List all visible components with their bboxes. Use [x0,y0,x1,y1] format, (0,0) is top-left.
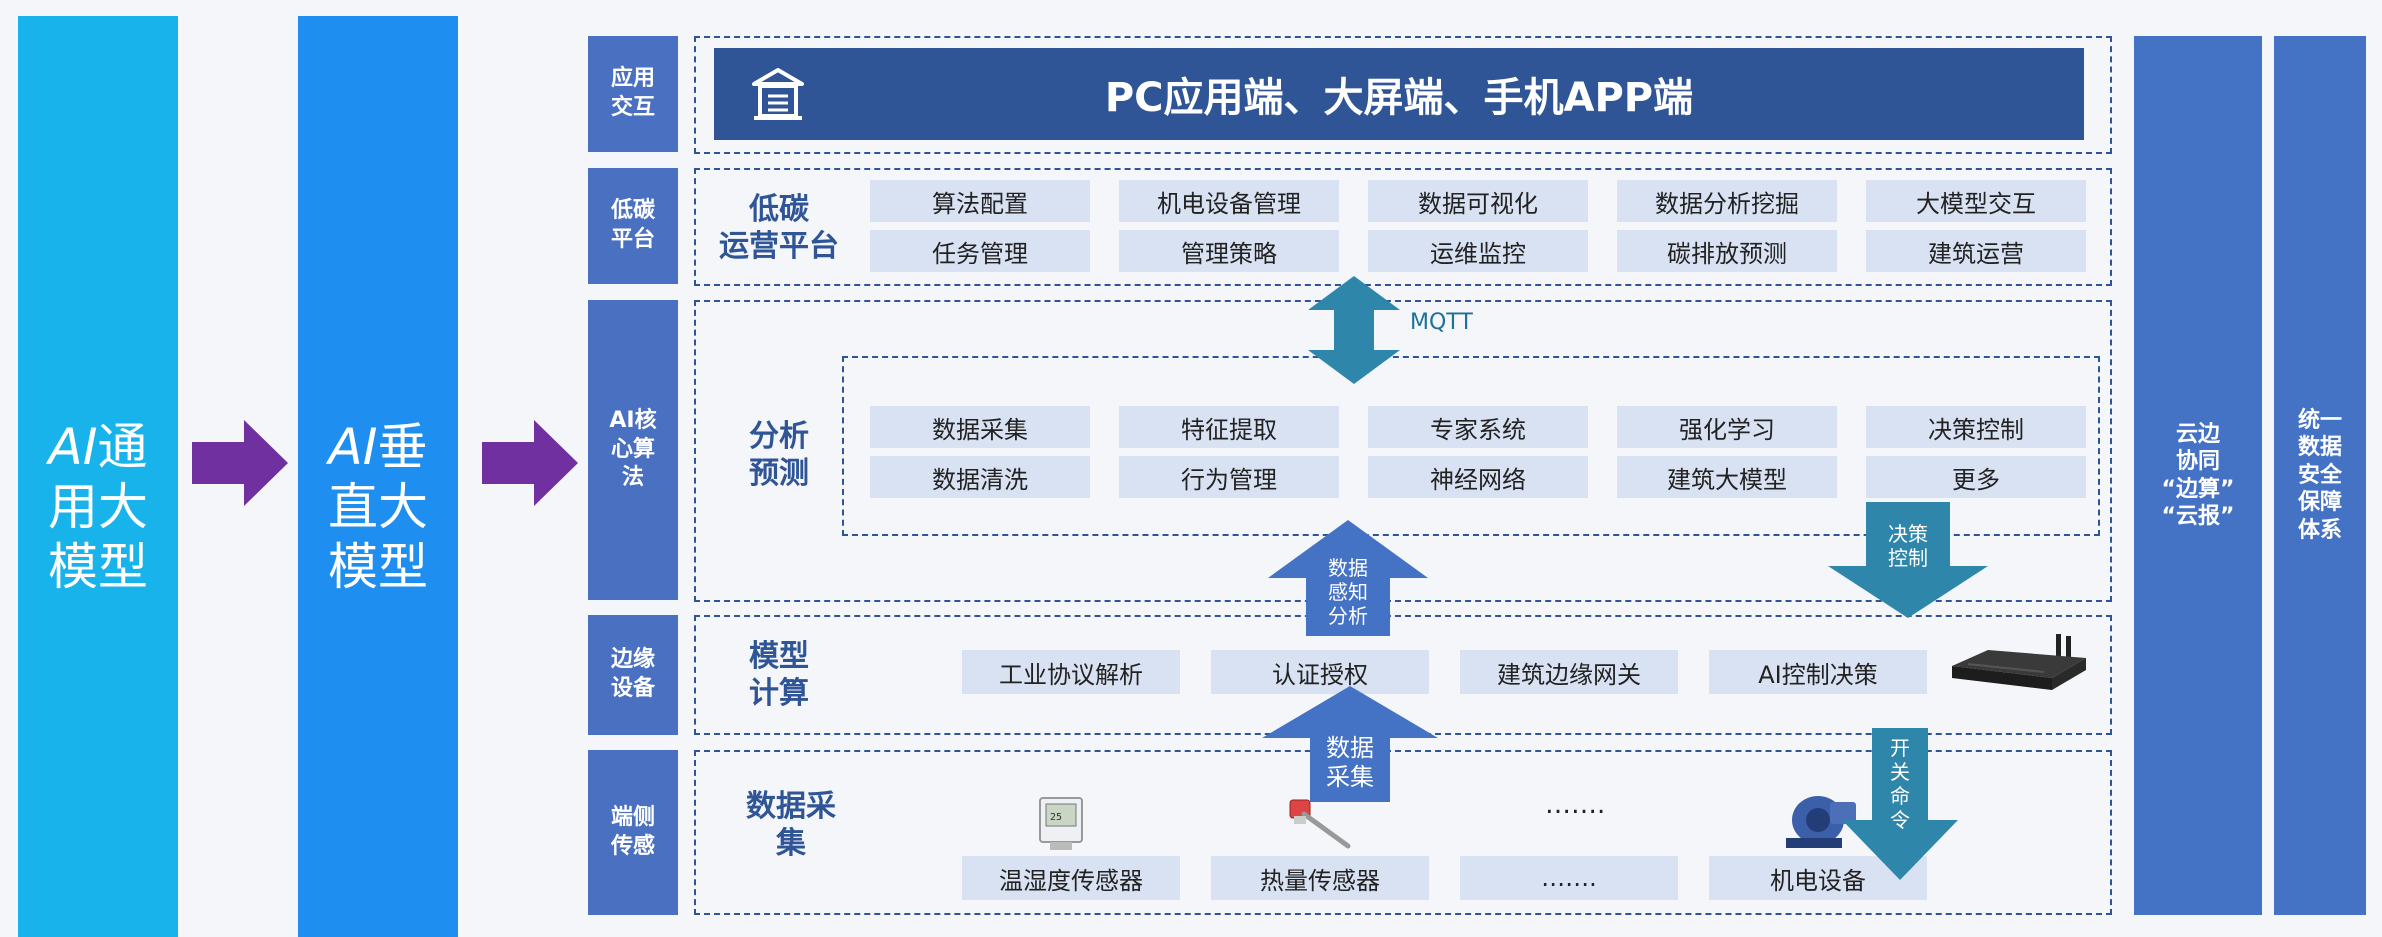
algorithm-cell: 强化学习 [1617,406,1837,448]
algorithm-cell: 行为管理 [1119,456,1339,498]
general-model-text: 通 用大 模型 [48,417,148,596]
general-model-column: AI通 用大 模型 [18,16,178,937]
platform-cell: 算法配置 [870,180,1090,222]
platform-row-box [694,168,2112,286]
platform-cell: 运维监控 [1368,230,1588,272]
vertical-model-text: 垂 直大 模型 [328,417,428,596]
platform-cell: 机电设备管理 [1119,180,1339,222]
algorithm-cell: 决策控制 [1866,406,2086,448]
row-label-algorithm: AI核 心算 法 [588,300,678,600]
svg-text:25: 25 [1050,812,1062,823]
edge-cell: 认证授权 [1211,650,1429,694]
down-arrow-icon [1828,502,1988,618]
edge-cell: 工业协议解析 [962,650,1180,694]
edge-cell: AI控制决策 [1709,650,1927,694]
edge-title: 模型 计算 [749,638,809,712]
algorithm-cell: 数据清洗 [870,456,1090,498]
algorithm-cell: 神经网络 [1368,456,1588,498]
double-arrow-icon [1308,276,1400,384]
platform-cell: 建筑运营 [1866,230,2086,272]
arrow-right-icon [482,420,578,506]
row-label-app: 应用 交互 [588,36,678,152]
decision-arrow-label: 决策 控制 [1888,522,1928,570]
perception-arrow-label: 数据 感知 分析 [1328,556,1368,628]
thermometer-sensor-icon: 25 [1039,797,1083,850]
app-bar: PC应用端、大屏端、手机APP端 [714,48,2084,140]
row-label-platform: 低碳 平台 [588,168,678,284]
app-row-box [694,36,2112,154]
algorithm-cell: 建筑大模型 [1617,456,1837,498]
algorithm-cell: 数据采集 [870,406,1090,448]
row-label-edge: 边缘 设备 [588,615,678,735]
down-arrow-icon [1842,728,1958,880]
algorithm-inner-box [842,356,2100,536]
up-arrow-icon [1262,686,1438,802]
general-model-ai: AI [48,417,98,476]
row-label-sensing: 端侧 传感 [588,750,678,915]
algorithm-row-box [694,300,2112,602]
sensing-cell: 热量传感器 [1211,856,1429,900]
sensing-cell: 温湿度传感器 [962,856,1180,900]
platform-cell: 数据分析挖掘 [1617,180,1837,222]
platform-title: 低碳 运营平台 [719,191,839,265]
collect-arrow-label: 数据 采集 [1326,734,1374,791]
sensing-cell: 机电设备 [1709,856,1927,900]
security-column: 统一 数据 安全 保障 体系 [2274,36,2366,915]
algorithm-title: 分析 预测 [749,418,809,492]
sensing-dots: ……. [1545,790,1606,820]
vertical-model-ai: AI [328,417,378,476]
platform-cell: 大模型交互 [1866,180,2086,222]
sensing-title: 数据采 集 [746,788,836,862]
building-icon [752,68,804,120]
edge-cell: 建筑边缘网关 [1460,650,1678,694]
edge-gateway-icon [1952,634,2086,690]
switch-arrow-label: 开 关 命 令 [1890,736,1910,832]
sensing-cell: ……. [1460,856,1678,900]
platform-cell: 任务管理 [870,230,1090,272]
vertical-model-column: AI垂 直大 模型 [298,16,458,937]
heat-sensor-icon [1289,799,1351,849]
sensing-row-box [694,750,2112,915]
algorithm-cell: 特征提取 [1119,406,1339,448]
arrow-right-icon [192,420,288,506]
pump-equipment-icon [1786,796,1856,848]
cloud-edge-column: 云边 协同 “边算” “云报” [2134,36,2262,915]
platform-cell: 数据可视化 [1368,180,1588,222]
mqtt-label: MQTT [1410,310,1473,335]
app-bar-title: PC应用端、大屏端、手机APP端 [1104,75,1694,121]
platform-cell: 管理策略 [1119,230,1339,272]
up-arrow-icon [1268,520,1428,636]
algorithm-cell: 专家系统 [1368,406,1588,448]
platform-cell: 碳排放预测 [1617,230,1837,272]
algorithm-cell: 更多 [1866,456,2086,498]
